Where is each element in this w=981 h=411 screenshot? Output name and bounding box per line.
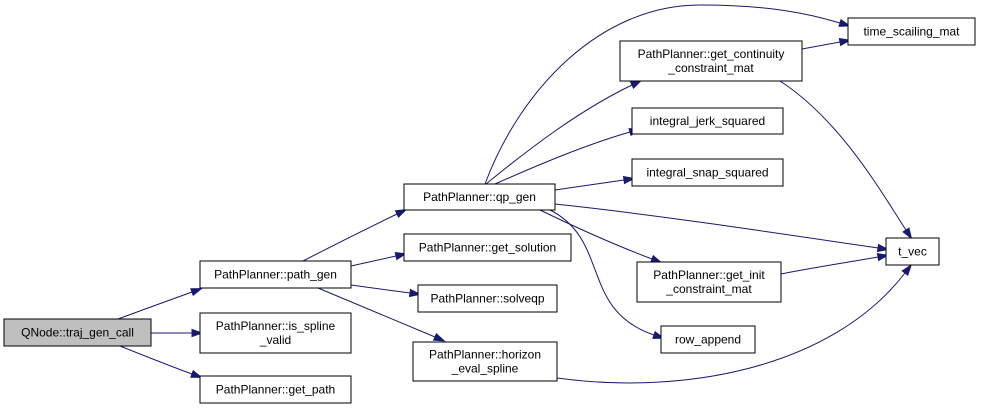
node-box — [636, 261, 782, 303]
arrowhead — [394, 208, 408, 219]
arrowhead — [622, 175, 636, 185]
edge-line — [484, 4, 841, 185]
edge-line — [350, 284, 411, 294]
edge-path_gen-to-horizon_eval_spline — [317, 287, 446, 342]
node-qp-gen[interactable]: PathPlanner::qp_gen — [403, 183, 556, 211]
node-label: time_scailing_mat — [863, 25, 960, 39]
edge-line — [539, 209, 653, 260]
arrowhead — [876, 252, 890, 262]
arrowhead — [838, 37, 852, 47]
node-box — [412, 341, 558, 382]
node-label: PathPlanner::solveqp — [430, 292, 544, 306]
node-get-solution[interactable]: PathPlanner::get_solution — [403, 233, 572, 262]
arrowhead — [432, 332, 446, 342]
edge-qp_gen-to-integral_snap — [554, 175, 636, 191]
node-label: PathPlanner::get_path — [216, 383, 335, 397]
edge-qnode-to-path_gen — [117, 288, 203, 320]
node-label: PathPlanner::horizon — [429, 348, 541, 362]
edge-line — [302, 213, 398, 262]
node-box — [847, 17, 976, 46]
arrowhead — [902, 227, 913, 240]
node-box — [403, 233, 572, 262]
node-label: _constraint_mat — [667, 61, 754, 75]
edge-qp_gen-to-t_vec — [554, 203, 890, 253]
node-qnode[interactable]: QNode::traj_gen_call — [3, 318, 152, 347]
node-label: PathPlanner::get_init — [653, 268, 765, 282]
node-get-init[interactable]: PathPlanner::get_init_constraint_mat — [636, 261, 782, 303]
arrowhead — [629, 80, 643, 90]
node-label: integral_snap_squared — [646, 166, 768, 180]
edge-line — [317, 287, 436, 338]
node-is-spline-valid[interactable]: PathPlanner::is_spline_valid — [199, 312, 352, 354]
node-box — [885, 237, 940, 266]
node-label: PathPlanner::get_solution — [419, 241, 556, 255]
edge-line — [554, 203, 879, 249]
node-time-scailing[interactable]: time_scailing_mat — [847, 17, 976, 46]
node-label: _valid — [259, 333, 291, 347]
node-label: PathPlanner::is_spline — [216, 319, 336, 333]
edge-line — [117, 291, 193, 320]
node-get-path[interactable]: PathPlanner::get_path — [199, 375, 352, 404]
node-label: _constraint_mat — [665, 282, 752, 296]
edge-qp_gen-to-integral_jerk — [494, 128, 642, 185]
arrowhead — [190, 369, 203, 378]
node-get-continuity[interactable]: PathPlanner::get_continuity_constraint_m… — [619, 40, 803, 82]
edge-path_gen-to-get_solution — [350, 252, 408, 267]
node-box — [660, 325, 756, 354]
node-box — [417, 284, 558, 313]
arrowhead — [408, 288, 422, 298]
arrowhead — [838, 18, 852, 27]
node-box — [631, 107, 784, 135]
edge-get_init-to-t_vec — [780, 252, 890, 275]
node-box — [199, 375, 352, 404]
node-box — [3, 318, 152, 347]
edge-path_gen-to-solveqp — [350, 284, 422, 298]
node-label: row_append — [675, 333, 741, 347]
edge-line — [494, 131, 631, 185]
edge-line — [549, 209, 655, 336]
edge-line — [350, 255, 397, 267]
node-horizon-eval-spline[interactable]: PathPlanner::horizon_eval_spline — [412, 341, 558, 382]
node-box — [199, 312, 352, 354]
edges-layer — [117, 4, 913, 384]
node-box — [619, 40, 803, 82]
node-path-gen[interactable]: PathPlanner::path_gen — [199, 260, 352, 289]
edge-line — [556, 272, 906, 384]
edge-path_gen-to-qp_gen — [302, 208, 408, 262]
node-label: QNode::traj_gen_call — [21, 326, 134, 340]
node-box — [631, 158, 784, 187]
node-label: integral_jerk_squared — [650, 114, 765, 128]
edge-line — [554, 179, 625, 191]
node-label: PathPlanner::get_continuity — [638, 47, 785, 61]
edge-qp_gen-to-time_scailing — [484, 4, 852, 185]
arrowhead — [901, 263, 913, 276]
edge-line — [779, 80, 907, 231]
node-solveqp[interactable]: PathPlanner::solveqp — [417, 284, 558, 313]
node-integral-jerk[interactable]: integral_jerk_squared — [631, 107, 784, 135]
node-t-vec[interactable]: t_vec — [885, 237, 940, 266]
edge-qnode-to-is_spline_valid — [151, 328, 204, 338]
nodes-layer: QNode::traj_gen_call PathPlanner::path_ge… — [3, 17, 976, 404]
node-label: t_vec — [898, 245, 927, 259]
arrowhead — [876, 243, 890, 253]
edge-get_continuity-to-time_scailing — [801, 37, 852, 50]
edge-qnode-to-get_path — [119, 345, 203, 378]
edge-horizon_eval_spline-to-t_vec — [556, 263, 913, 384]
arrowhead — [191, 328, 204, 338]
edge-line — [119, 345, 193, 375]
edge-line — [801, 41, 841, 50]
node-label: PathPlanner::path_gen — [214, 268, 337, 282]
node-box — [403, 183, 556, 211]
node-label: PathPlanner::qp_gen — [423, 190, 536, 204]
edge-get_continuity-to-t_vec — [779, 80, 913, 240]
node-box — [199, 260, 352, 289]
edge-line — [485, 84, 633, 185]
arrowhead — [394, 252, 408, 261]
arrowhead — [190, 288, 203, 297]
node-row-append[interactable]: row_append — [660, 325, 756, 354]
node-integral-snap[interactable]: integral_snap_squared — [631, 158, 784, 187]
node-label: _eval_spline — [451, 362, 519, 376]
edge-line — [780, 256, 879, 275]
